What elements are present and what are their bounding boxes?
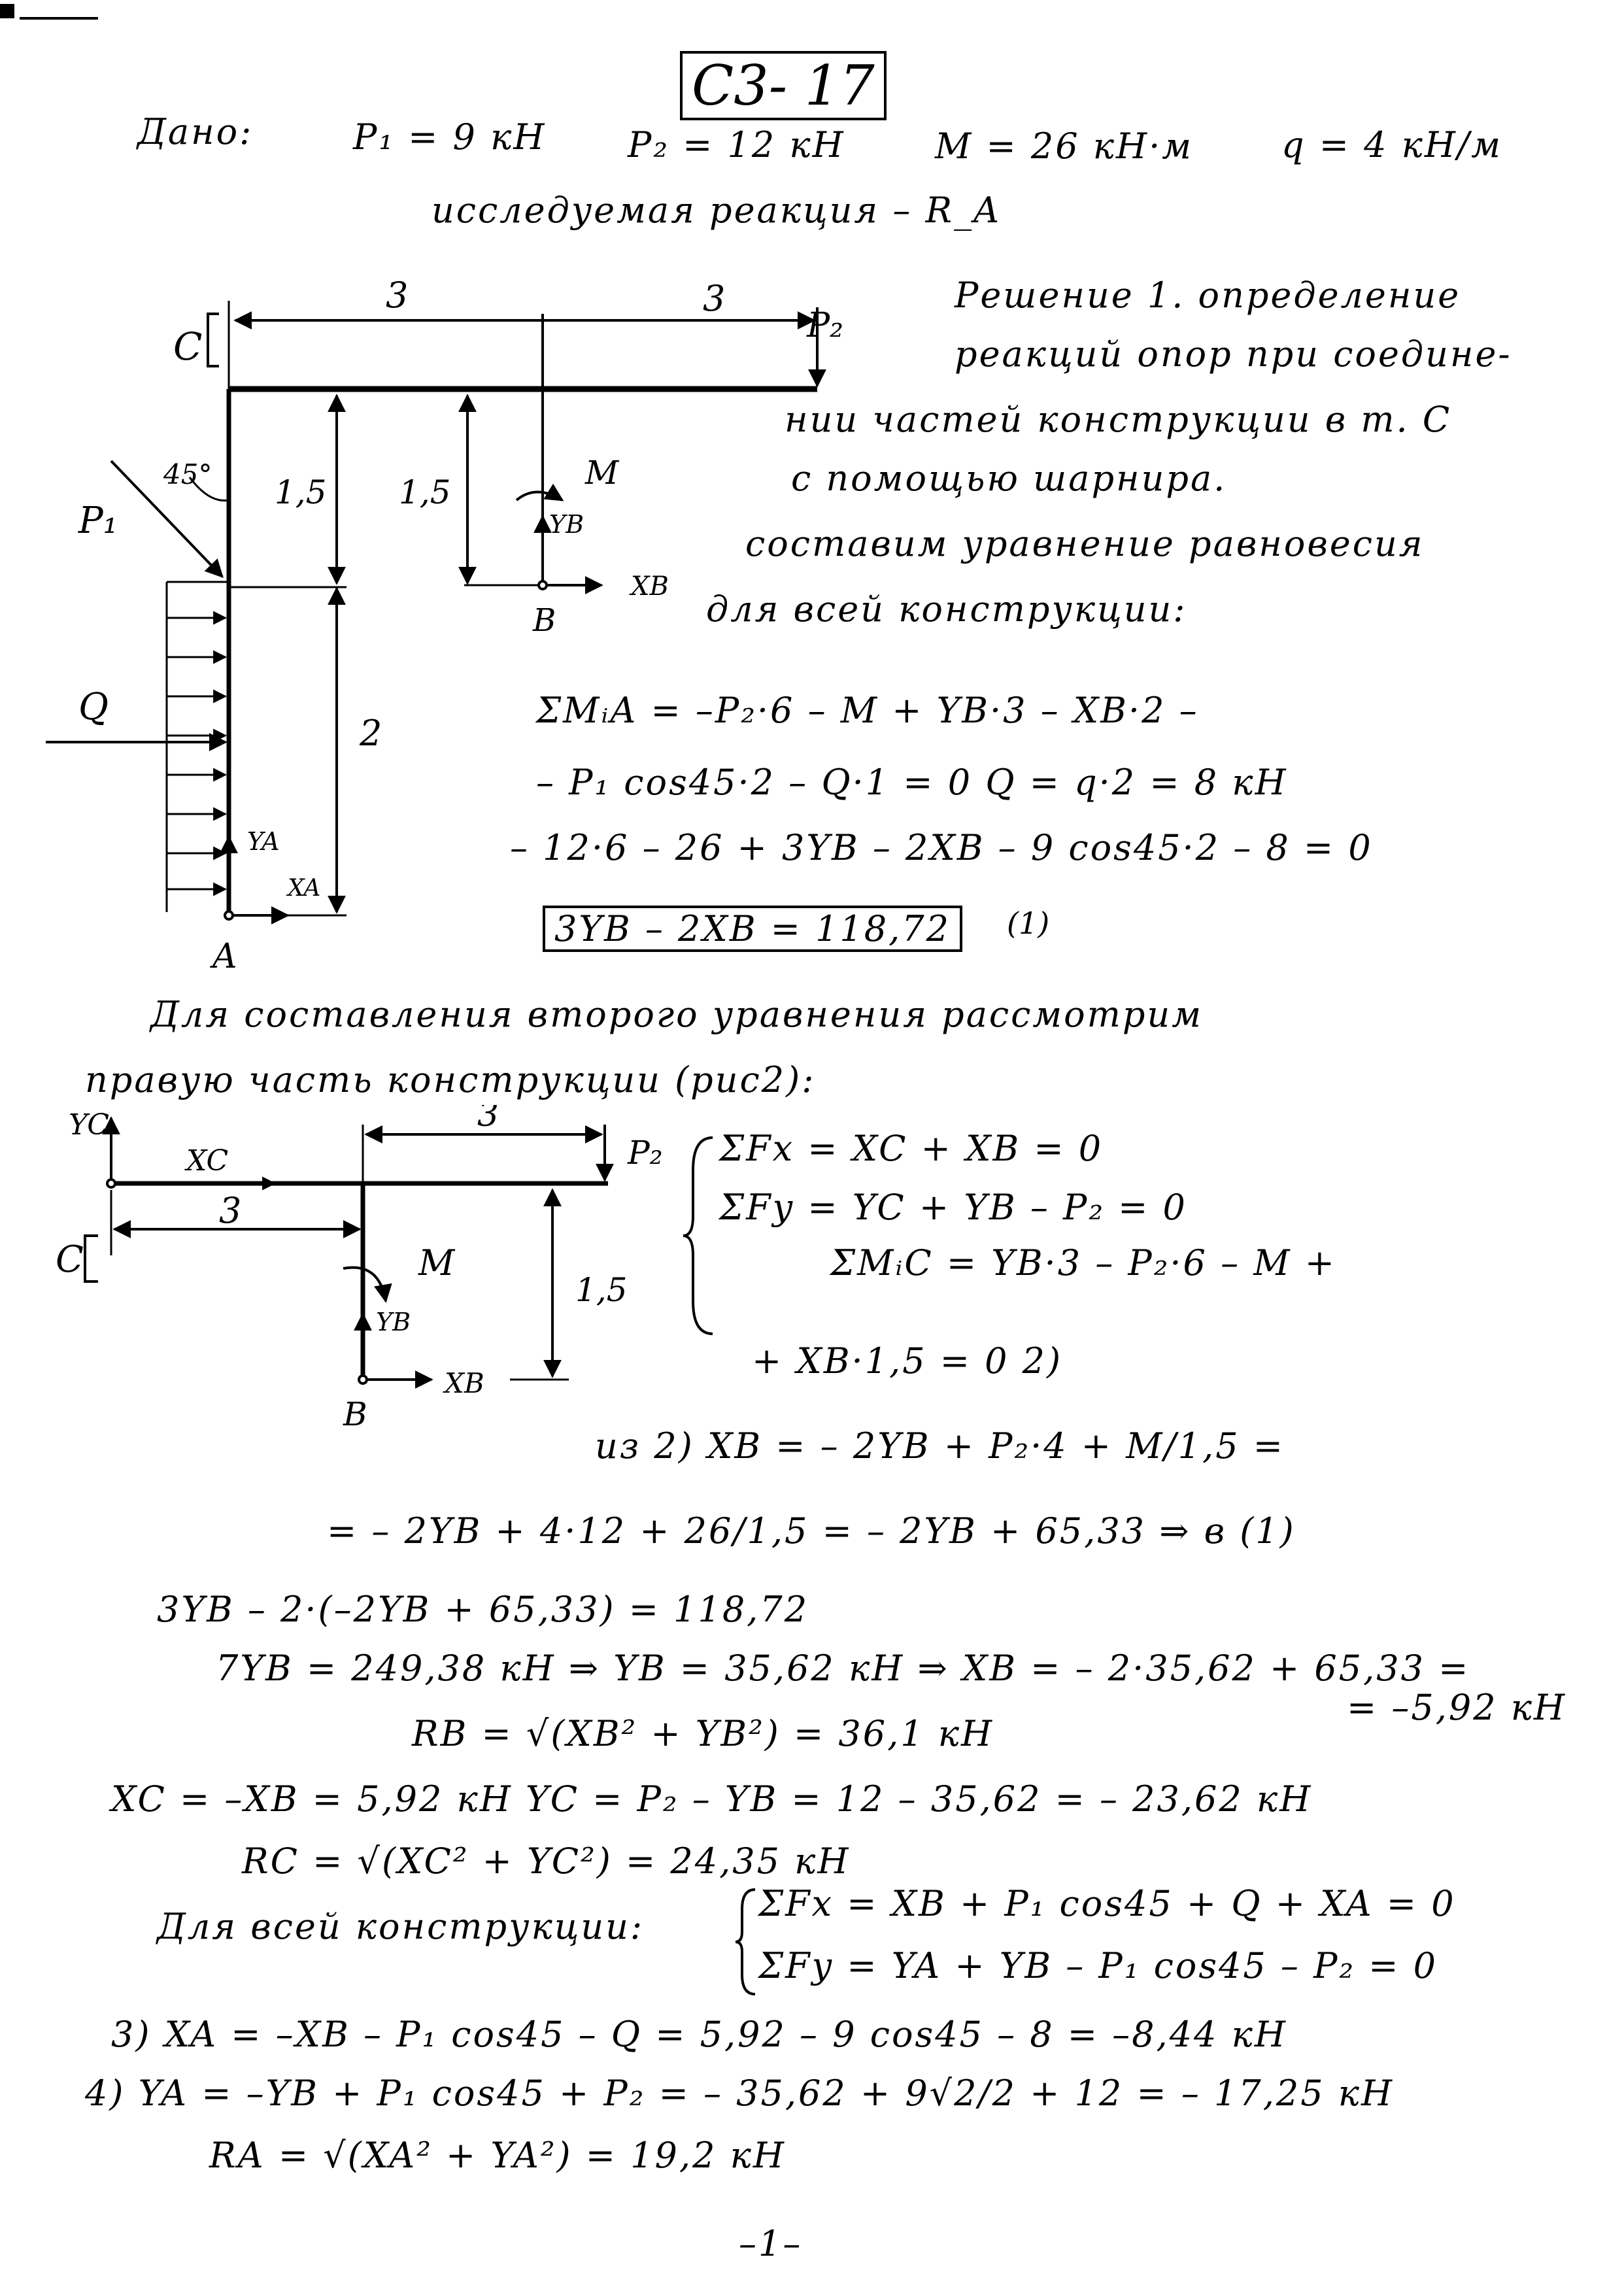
whole-fx: ΣFx = XB + P₁ cos45 + Q + XA = 0 — [758, 1883, 1456, 1924]
final-line-xa: 3) XA = –XB – P₁ cos45 – Q = 5,92 – 9 co… — [111, 2014, 1287, 2055]
fig1-dim-3-right: 3 — [703, 278, 725, 319]
fig1-label-q: Q — [78, 686, 109, 728]
whole-fy: ΣFy = YA + YB – P₁ cos45 – P₂ = 0 — [758, 1945, 1438, 1986]
system-mc: ΣMᵢC = YB·3 – P₂·6 – M + — [830, 1242, 1336, 1283]
structure-figure-2: YC XC C 3 3 P₂ 1,5 M YB XB B — [56, 1105, 663, 1433]
fig1-label-yb: YB — [549, 510, 584, 539]
fig1-label-xb: XB — [629, 571, 669, 602]
fig1-label-a: A — [210, 937, 237, 976]
system-brace — [683, 1136, 713, 1335]
corner-mark — [0, 4, 14, 18]
equilibrium-intro-2: для всей конструкции: — [706, 588, 1187, 630]
fig1-label-b: B — [532, 602, 556, 639]
solution-line-5: = –5,92 кН — [1347, 1687, 1567, 1728]
solution-line-1: из 2) XB = – 2YB + P₂·4 + M/1,5 = — [595, 1425, 1285, 1467]
system-fx: ΣFx = XC + XB = 0 — [719, 1128, 1104, 1169]
corner-line — [20, 17, 98, 20]
fig2-label-yc: YC — [69, 1108, 109, 1142]
fig2-label-xb: XB — [443, 1367, 484, 1399]
equilibrium-intro-1: составим уравнение равновесия — [745, 523, 1425, 564]
final-line-ya: 4) YA = –YB + P₁ cos45 + P₂ = – 35,62 + … — [85, 2073, 1395, 2114]
given-m: M = 26 кН·м — [935, 126, 1194, 167]
second-intro-2: правую часть конструкции (рис2): — [85, 1059, 816, 1100]
eq-moment-a-line2: – P₁ cos45·2 – Q·1 = 0 Q = q·2 = 8 кН — [536, 762, 1288, 803]
fig2-dim-3-top: 3 — [477, 1105, 499, 1134]
given-reaction: исследуемая реакция – R_A — [431, 190, 1002, 231]
fig2-label-yb: YB — [376, 1308, 411, 1336]
fig1-label-ya: YA — [247, 827, 280, 856]
whole-brace — [735, 1888, 756, 1995]
fig1-dim-2: 2 — [359, 713, 382, 754]
fig1-label-p2: P₂ — [806, 306, 843, 345]
given-p2: P₂ = 12 кН — [628, 124, 845, 165]
fig1-dim-15-mid: 1,5 — [399, 473, 451, 511]
solution-line-4: 7YB = 249,38 кН ⇒ YB = 35,62 кН ⇒ XB = –… — [216, 1648, 1470, 1689]
page-number: –1– — [739, 2223, 803, 2264]
fig2-dim-3-left: 3 — [219, 1190, 241, 1231]
given-p1: P₁ = 9 кН — [353, 116, 547, 158]
fig1-dim-15-left: 1,5 — [275, 473, 327, 511]
fig2-label-xc: XC — [184, 1144, 228, 1178]
fig1-label-m: M — [584, 454, 620, 492]
fig1-label-xa: XA — [286, 875, 320, 902]
page-title: С3- 17 — [680, 51, 887, 120]
eq-moment-a-line3: – 12·6 – 26 + 3YB – 2XB – 9 cos45·2 – 8 … — [510, 827, 1373, 868]
whole-label: Для всей конструкции: — [157, 1906, 645, 1947]
solution-intro-1: Решение 1. определение — [955, 275, 1461, 316]
eq-boxed-1-number: (1) — [1007, 906, 1050, 941]
given-label: Дано: — [137, 111, 254, 152]
solution-line-8: RC = √(XC² + YC²) = 24,35 кН — [242, 1841, 851, 1882]
eq-boxed-1: 3YB – 2XB = 118,72 — [543, 906, 963, 952]
fig2-label-b: B — [343, 1395, 367, 1433]
fig2-label-p2: P₂ — [627, 1134, 663, 1172]
solution-intro-3: нии частей конструкции в т. C — [785, 399, 1452, 440]
fig2-label-c: C — [56, 1238, 84, 1281]
solution-line-2: = – 2YB + 4·12 + 26/1,5 = – 2YB + 65,33 … — [327, 1510, 1296, 1552]
structure-figure-1: 3 3 C P₂ P₁ 45° 1,5 1,5 M YB XB B Q 2 YA… — [46, 275, 843, 976]
solution-intro-2: реакций опор при соедине- — [955, 333, 1512, 375]
solution-line-7: XC = –XB = 5,92 кН YC = P₂ – YB = 12 – 3… — [111, 1778, 1313, 1820]
final-line-ra: RA = √(XA² + YA²) = 19,2 кН — [209, 2135, 786, 2176]
fig1-dim-3-left: 3 — [386, 275, 408, 316]
fig1-label-p1: P₁ — [78, 500, 118, 542]
solution-intro-4: с помощью шарнира. — [791, 458, 1227, 499]
given-q: q = 4 кН/м — [1281, 124, 1502, 165]
solution-line-3: 3YB – 2·(–2YB + 65,33) = 118,72 — [157, 1589, 809, 1630]
fig1-label-c: C — [173, 324, 202, 369]
system-mc2: + XB·1,5 = 0 2) — [752, 1340, 1063, 1382]
system-fy: ΣFy = YC + YB – P₂ = 0 — [719, 1187, 1187, 1228]
fig1-angle: 45° — [163, 458, 212, 490]
fig2-dim-15: 1,5 — [575, 1271, 628, 1309]
fig2-label-m: M — [418, 1242, 456, 1283]
solution-line-6: RB = √(XB² + YB²) = 36,1 кН — [412, 1713, 994, 1754]
eq-moment-a-line1: ΣMᵢA = –P₂·6 – M + YB·3 – XB·2 – — [536, 690, 1199, 731]
second-intro-1: Для составления второго уравнения рассмо… — [150, 994, 1203, 1035]
